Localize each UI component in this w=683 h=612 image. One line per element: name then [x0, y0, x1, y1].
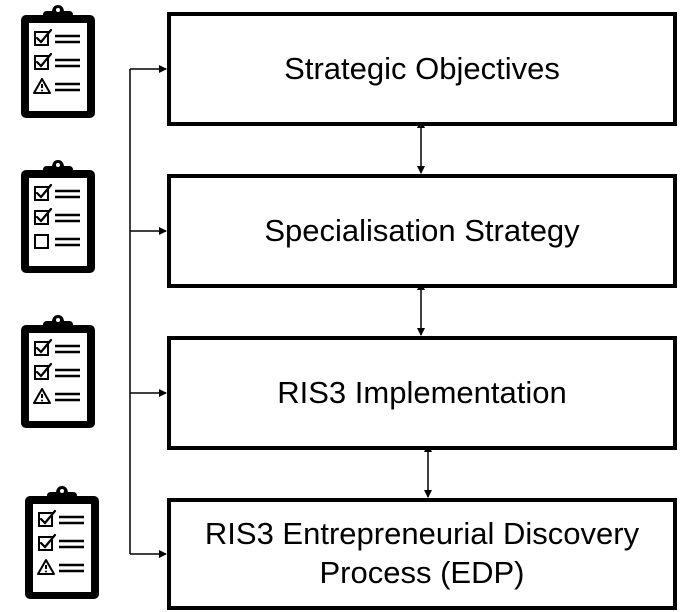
- clipboard-clip: [43, 160, 73, 178]
- checked-box-icon: [34, 362, 53, 380]
- checked-box-icon: [34, 338, 53, 356]
- box-ris3-implementation: RIS3 Implementation: [167, 336, 677, 450]
- box-specialisation-strategy: Specialisation Strategy: [167, 174, 677, 288]
- clipboard-clip-hole: [60, 489, 64, 493]
- empty-box-icon: [34, 234, 49, 249]
- checked-box-icon: [34, 207, 53, 225]
- warning-triangle-icon: [33, 388, 51, 404]
- checked-box-icon: [34, 183, 53, 201]
- box-label: Strategic Objectives: [284, 50, 560, 86]
- box-label: Specialisation Strategy: [264, 212, 580, 248]
- checked-box-icon: [38, 509, 57, 527]
- checked-box-icon: [38, 533, 57, 551]
- clipboard-checklist-icon: [25, 486, 99, 599]
- box-label: RIS3 Implementation: [277, 374, 567, 410]
- clipboard-clip: [43, 315, 73, 333]
- box-label: RIS3 Entrepreneurial Discovery Process (…: [204, 516, 640, 590]
- clipboard-clip-hole: [56, 163, 60, 167]
- box-strategic-objectives: Strategic Objectives: [167, 12, 677, 126]
- box-ris3-edp: RIS3 Entrepreneurial Discovery Process (…: [167, 498, 677, 610]
- clipboard-clip-hole: [56, 8, 60, 12]
- clipboard-clip: [43, 5, 73, 23]
- clipboard-checklist-icon: [21, 315, 95, 428]
- clipboard-checklist-icon: [21, 5, 95, 118]
- clipboard-checklist-icon: [21, 160, 95, 273]
- checked-box-icon: [34, 52, 53, 70]
- clipboard-clip-hole: [56, 318, 60, 322]
- checked-box-icon: [34, 28, 53, 46]
- clipboard-clip: [47, 486, 77, 504]
- warning-triangle-icon: [37, 559, 55, 575]
- warning-triangle-icon: [33, 78, 51, 94]
